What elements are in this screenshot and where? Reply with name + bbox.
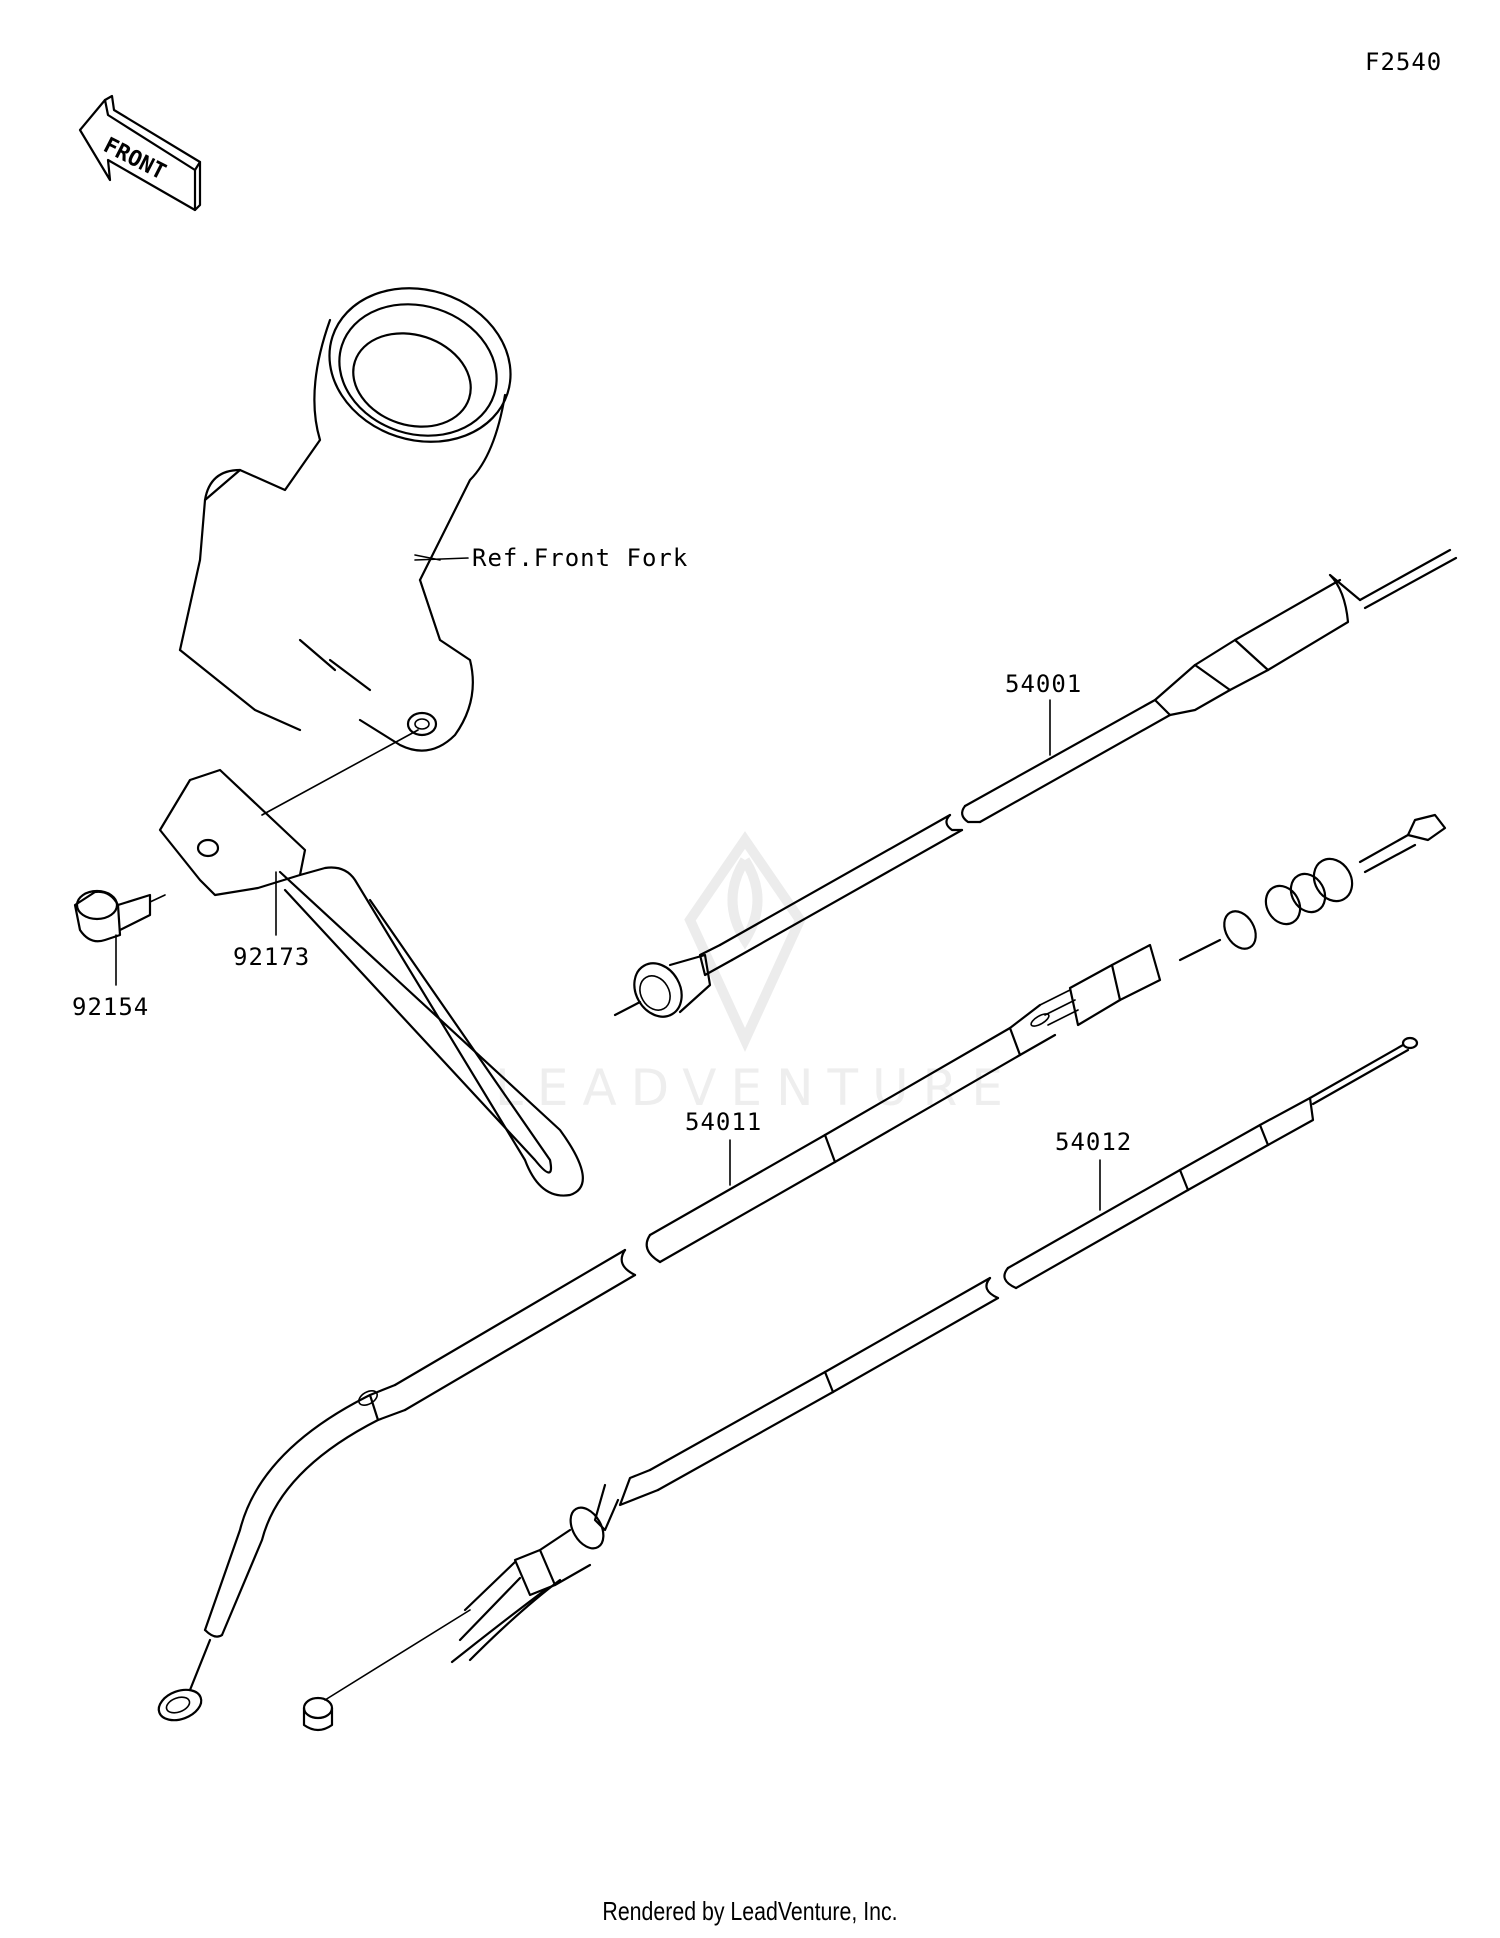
part-label-54012: 54012 — [1055, 1128, 1132, 1156]
cable-54001 — [613, 548, 1458, 1018]
cable-54011 — [157, 813, 1447, 1722]
diagram-code: F2540 — [1365, 48, 1442, 76]
part-label-92173: 92173 — [233, 943, 310, 971]
bolt-92154 — [73, 889, 166, 943]
front-arrow-icon: FRONT — [78, 94, 202, 212]
front-fork-drawing — [178, 287, 512, 752]
part-label-92154: 92154 — [72, 993, 149, 1021]
watermark-text: LEADVENTURE — [495, 1059, 1017, 1117]
cable-guide-bracket-92173 — [158, 768, 584, 1197]
part-label-54001: 54001 — [1005, 670, 1082, 698]
reference-label: Ref.Front Fork — [472, 544, 688, 572]
footer-credit: Rendered by LeadVenture, Inc. — [602, 1896, 898, 1926]
leadventure-watermark: LEADVENTURE — [495, 831, 1017, 1117]
cable-54012 — [302, 1036, 1419, 1732]
part-label-54011: 54011 — [685, 1108, 762, 1136]
